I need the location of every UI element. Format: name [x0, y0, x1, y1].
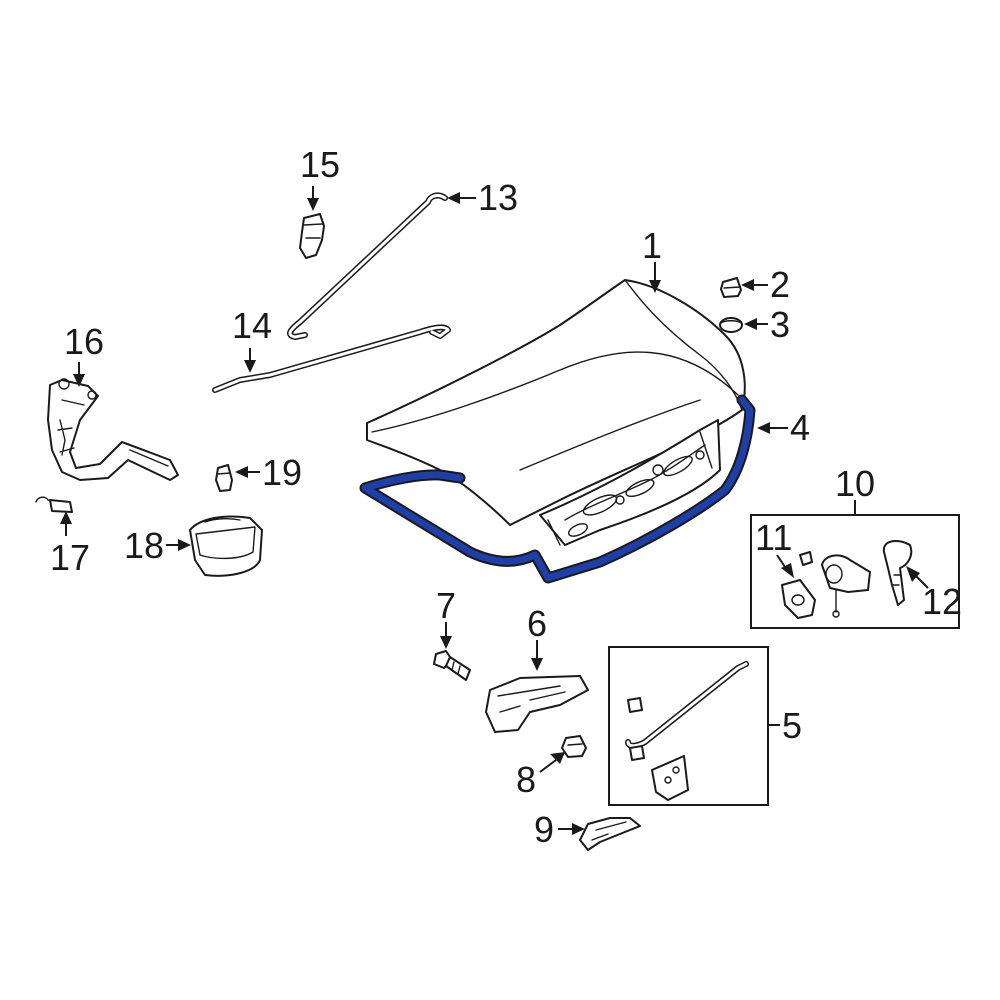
lid-hinge[interactable] — [47, 378, 179, 481]
lock-rod-clip[interactable] — [627, 697, 645, 761]
hinge-bolt[interactable] — [35, 496, 73, 513]
lock-assembly-box — [608, 646, 769, 806]
callout-9: 9 — [534, 809, 554, 850]
callout-8: 8 — [516, 759, 536, 800]
lid-bumper[interactable] — [215, 464, 233, 492]
callout-leaders — [60, 186, 929, 835]
trunk-latch[interactable] — [651, 755, 689, 801]
callout-17: 17 — [50, 537, 90, 578]
striker-cover[interactable] — [485, 675, 589, 733]
tool-box[interactable] — [189, 515, 263, 577]
callout-16: 16 — [64, 321, 104, 362]
rod-clip[interactable] — [299, 213, 325, 259]
callout-18: 18 — [124, 525, 164, 566]
callout-1: 1 — [642, 225, 662, 266]
callout-12: 12 — [922, 581, 962, 622]
weatherstrip-seal[interactable] — [359, 394, 756, 584]
callout-15: 15 — [300, 144, 340, 185]
callout-3: 3 — [770, 304, 790, 345]
callout-7: 7 — [436, 585, 456, 626]
callout-4: 4 — [790, 407, 810, 448]
grommet[interactable] — [561, 735, 587, 758]
callout-10: 10 — [835, 463, 875, 504]
bumper-stop[interactable] — [720, 277, 742, 298]
lock-key[interactable] — [882, 539, 913, 606]
callout-11: 11 — [755, 517, 792, 558]
callout-2: 2 — [770, 264, 790, 305]
callout-14: 14 — [232, 305, 272, 346]
support-rod[interactable] — [287, 192, 448, 340]
lock-cylinder[interactable] — [821, 554, 871, 618]
callout-6: 6 — [527, 603, 547, 644]
lock-rod[interactable] — [625, 661, 749, 749]
callout-19: 19 — [262, 452, 302, 493]
cylinder-gasket[interactable] — [781, 579, 816, 619]
plug[interactable] — [719, 317, 743, 333]
cylinder-retainer[interactable] — [799, 551, 813, 566]
torsion-rod[interactable] — [212, 324, 451, 393]
trunk-lid[interactable] — [366, 279, 746, 546]
callout-13: 13 — [478, 177, 518, 218]
striker-bolt[interactable] — [433, 650, 471, 681]
callout-5: 5 — [782, 705, 802, 746]
lock-striker[interactable] — [579, 817, 641, 851]
callout-numbers: 1 2 3 4 5 6 7 8 9 10 11 12 13 14 15 16 1… — [50, 144, 962, 850]
